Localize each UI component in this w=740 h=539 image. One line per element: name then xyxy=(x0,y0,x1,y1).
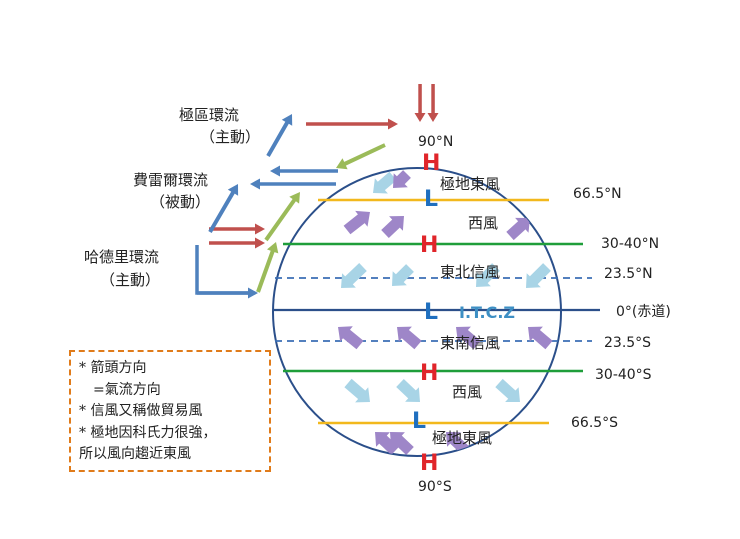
high-pressure-90n: H xyxy=(422,151,440,176)
wind-arrow xyxy=(526,263,551,288)
wind-arrow xyxy=(476,263,500,287)
ferrel-cell-arrow xyxy=(266,114,293,157)
hadley-cell-name: 哈德里環流 xyxy=(84,248,159,266)
wind-arrow xyxy=(528,326,553,350)
lat-label-66s: 66.5°S xyxy=(571,415,618,431)
ferrel-cell-arrow xyxy=(197,287,258,299)
hadley-cell-arrow xyxy=(264,192,300,242)
wind-arrow xyxy=(393,170,411,188)
ferrel-cell-arrow xyxy=(208,184,239,233)
polar-cell-arrow xyxy=(414,84,426,122)
wind-arrow xyxy=(373,171,397,194)
wind-arrow xyxy=(344,378,370,403)
circulation-cell-arrows xyxy=(195,84,439,299)
low-pressure-60n: L xyxy=(424,187,438,212)
label-se-trade: 東南信風 xyxy=(440,334,500,352)
note-line-4: * 極地因科氏力很強， xyxy=(79,424,217,441)
label-polar-easterlies-n: 極地東風 xyxy=(440,175,500,193)
hadley-cell-arrow xyxy=(256,242,279,293)
lat-label-23s: 23.5°S xyxy=(604,335,651,351)
wind-arrow xyxy=(397,326,422,350)
wind-arrow xyxy=(456,326,481,350)
high-pressure-90s: H xyxy=(420,451,438,476)
latitude-lines xyxy=(273,198,600,425)
lat-label-66n: 66.5°N xyxy=(573,186,622,202)
notes-box: * 箭頭方向 =氣流方向 * 信風又稱做貿易風 * 極地因科氏力很強， 所以風向… xyxy=(69,350,271,472)
ferrel-cell-arrow xyxy=(270,165,338,177)
wind-arrow xyxy=(495,378,520,402)
polar-cell-type: （主動） xyxy=(200,128,260,146)
wind-belt-labels: 極地東風 西風 東北信風 I.T.C.Z 東南信風 西風 極地東風 xyxy=(432,175,515,447)
ferrel-cell-type: （被動） xyxy=(150,193,210,211)
polar-cell-arrow xyxy=(427,84,439,122)
note-line-2: =氣流方向 xyxy=(93,381,161,398)
note-line-1: * 箭頭方向 xyxy=(79,360,147,376)
wind-arrow xyxy=(506,217,530,241)
lat-label-90n: 90°N xyxy=(418,134,453,150)
low-pressure-60s: L xyxy=(412,409,426,434)
ferrel-cell-arrow xyxy=(250,178,336,190)
polar-cell-name: 極區環流 xyxy=(179,106,239,124)
polar-cell-arrow xyxy=(209,223,265,235)
hadley-cell-type: （主動） xyxy=(100,271,160,289)
polar-cell-arrow xyxy=(306,118,398,130)
label-ne-trade: 東北信風 xyxy=(440,263,500,281)
ferrel-cell-path xyxy=(195,245,250,295)
lat-label-30s: 30-40°S xyxy=(595,367,652,383)
wind-arrow xyxy=(396,379,420,402)
lat-label-30n: 30-40°N xyxy=(601,236,659,252)
lat-label-90s: 90°S xyxy=(418,479,452,495)
polar-cell-arrow xyxy=(209,237,265,249)
wind-arrow xyxy=(381,216,404,238)
label-itcz: I.T.C.Z xyxy=(459,303,515,322)
label-westerlies-s: 西風 xyxy=(452,383,482,401)
low-pressure-eq: L xyxy=(424,300,438,325)
high-pressure-30s: H xyxy=(420,361,438,386)
ferrel-cell-name: 費雷爾環流 xyxy=(133,171,208,189)
high-pressure-30n: H xyxy=(420,233,438,258)
wind-arrow xyxy=(375,432,399,455)
wind-arrow xyxy=(390,432,414,455)
label-polar-easterlies-s: 極地東風 xyxy=(432,429,492,447)
pressure-markers: H L H L H L H xyxy=(412,151,440,476)
wind-arrow xyxy=(338,326,364,350)
latitude-labels: 90°N 66.5°N 30-40°N 23.5°N 0°(赤道) 23.5°S… xyxy=(418,134,671,495)
lat-label-eq: 0°(赤道) xyxy=(616,304,671,320)
wind-arrow xyxy=(392,264,414,286)
lat-label-23n: 23.5°N xyxy=(604,266,653,282)
cell-labels: 極區環流 （主動） 費雷爾環流 （被動） 哈德里環流 （主動） xyxy=(84,106,260,289)
wind-arrow xyxy=(341,263,367,288)
note-line-3: * 信風又稱做貿易風 xyxy=(79,403,203,419)
note-line-5: 所以風向趨近東風 xyxy=(79,446,191,462)
hadley-cell-arrow xyxy=(336,143,386,170)
earth-globe xyxy=(272,167,562,457)
label-westerlies-n: 西風 xyxy=(468,214,498,232)
wind-arrow xyxy=(343,210,370,235)
